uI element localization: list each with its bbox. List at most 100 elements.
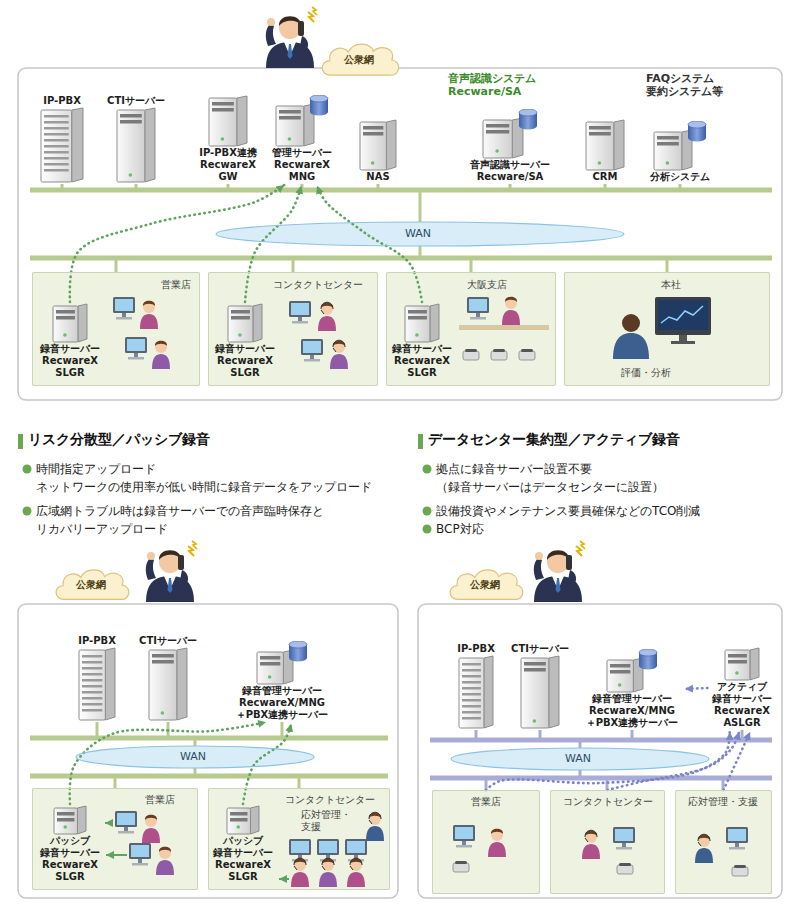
server-tower [231, 316, 250, 320]
person-icon [695, 848, 713, 863]
pbx-cabinet [44, 115, 69, 118]
person-icon [369, 812, 381, 819]
server-tower [386, 120, 396, 170]
computer-icon [301, 339, 323, 362]
bus-drop [62, 184, 742, 740]
bullet-dot [23, 465, 32, 474]
server-tower [524, 662, 546, 666]
server-node: 管理サーバー RecwareX MNG [268, 94, 337, 184]
wan-ellipse: WAN [450, 747, 710, 771]
flow-arrow [105, 822, 113, 824]
phone-icon [732, 867, 748, 876]
pbx-cabinet [82, 709, 102, 712]
person-icon [322, 859, 334, 864]
person-icon [585, 831, 597, 836]
server-tower [275, 95, 329, 147]
computer-icon [304, 359, 320, 362]
server-tower [56, 316, 75, 320]
server-tower [116, 107, 156, 183]
person-icon [698, 834, 710, 841]
server-tower [519, 123, 537, 130]
server-tower [236, 825, 240, 829]
computer-icon [289, 301, 311, 324]
computer-icon [291, 841, 309, 853]
person-icon [333, 348, 336, 352]
server-tower [519, 109, 537, 116]
server-tower [666, 161, 670, 165]
bus-drop [579, 740, 582, 748]
pbx-cabinet [79, 650, 105, 720]
pbx-cabinet [484, 656, 493, 728]
pbx-cabinet [82, 703, 102, 706]
wan-outline [216, 222, 624, 246]
server-node: 録音管理サーバー RecwareX/MNG ＋PBX連携サーバー [581, 648, 683, 730]
person-icon [698, 835, 710, 847]
person-icon [322, 866, 325, 870]
server-tower [363, 126, 383, 130]
panel-frame [418, 604, 782, 898]
person-icon [366, 826, 384, 841]
site-box: 本社評価・分析 [564, 272, 770, 386]
section-heading: リスク分散型／パッシブ録音 [28, 431, 213, 448]
server-tower [208, 95, 248, 147]
person-icon [322, 859, 334, 871]
server-tower [256, 641, 308, 685]
cloud-shape [322, 44, 398, 75]
pbx-cabinet [462, 669, 481, 672]
dotted-connector [70, 185, 284, 302]
person-icon [294, 859, 306, 871]
box-illustration [658, 300, 708, 330]
computer-icon [115, 811, 137, 834]
server-tower [227, 808, 250, 834]
computer-icon [319, 841, 337, 853]
person-icon [585, 830, 597, 837]
person-icon [291, 872, 309, 887]
computer-icon [469, 299, 487, 311]
site-box-fill [32, 222, 772, 894]
pbx-cabinet [458, 655, 494, 729]
phone-icon [617, 863, 633, 874]
computer-icon [115, 811, 137, 827]
site-box: 営業店 [432, 790, 540, 894]
server-tower [657, 136, 679, 140]
phone-icon [617, 865, 633, 874]
computer-icon [125, 337, 147, 360]
server-tower [152, 654, 174, 658]
server-tower [653, 121, 707, 171]
person-icon [318, 302, 336, 331]
bullet-text: BCP対応 [436, 520, 487, 538]
connector-group [70, 185, 750, 804]
pbx-cabinet [462, 711, 481, 714]
server-tower [359, 119, 397, 171]
bullet-text: 拠点に録音サーバー設置不要 （録音サーバーはデータセンターに設置） [436, 460, 667, 496]
node-label: コンタクトセンター [273, 279, 366, 291]
node-label: 公衆網 [470, 579, 503, 591]
computer-icon [117, 813, 135, 825]
server-node: IP-PBX連携 RecwareX GW [195, 94, 262, 184]
server-tower [221, 137, 225, 141]
computer-icon [125, 337, 147, 353]
node-label: 音声認識サーバー Recware/SA [469, 159, 552, 183]
person-icon [321, 302, 333, 309]
site-box-fill [32, 788, 198, 890]
wan-outline [451, 748, 709, 770]
wan-ellipse: WAN [75, 745, 315, 769]
computer-icon [726, 827, 748, 843]
site-box-fill [675, 790, 772, 894]
computer-icon [292, 321, 308, 324]
phone-icon [493, 349, 505, 352]
phone-icon [619, 863, 631, 866]
lan-bus [30, 774, 388, 779]
cloud-shape [56, 570, 129, 600]
server-tower [53, 805, 87, 835]
server-tower [226, 805, 260, 835]
caller-figure [146, 541, 197, 602]
lan-bus [30, 190, 772, 776]
server-tower [129, 173, 133, 177]
site-box: コンタクトセンター [550, 790, 665, 894]
server-tower [363, 132, 383, 136]
site-box-fill [208, 788, 390, 890]
computer-icon [467, 297, 489, 320]
phone-icon [519, 351, 535, 360]
pbx-cabinet [44, 139, 69, 142]
